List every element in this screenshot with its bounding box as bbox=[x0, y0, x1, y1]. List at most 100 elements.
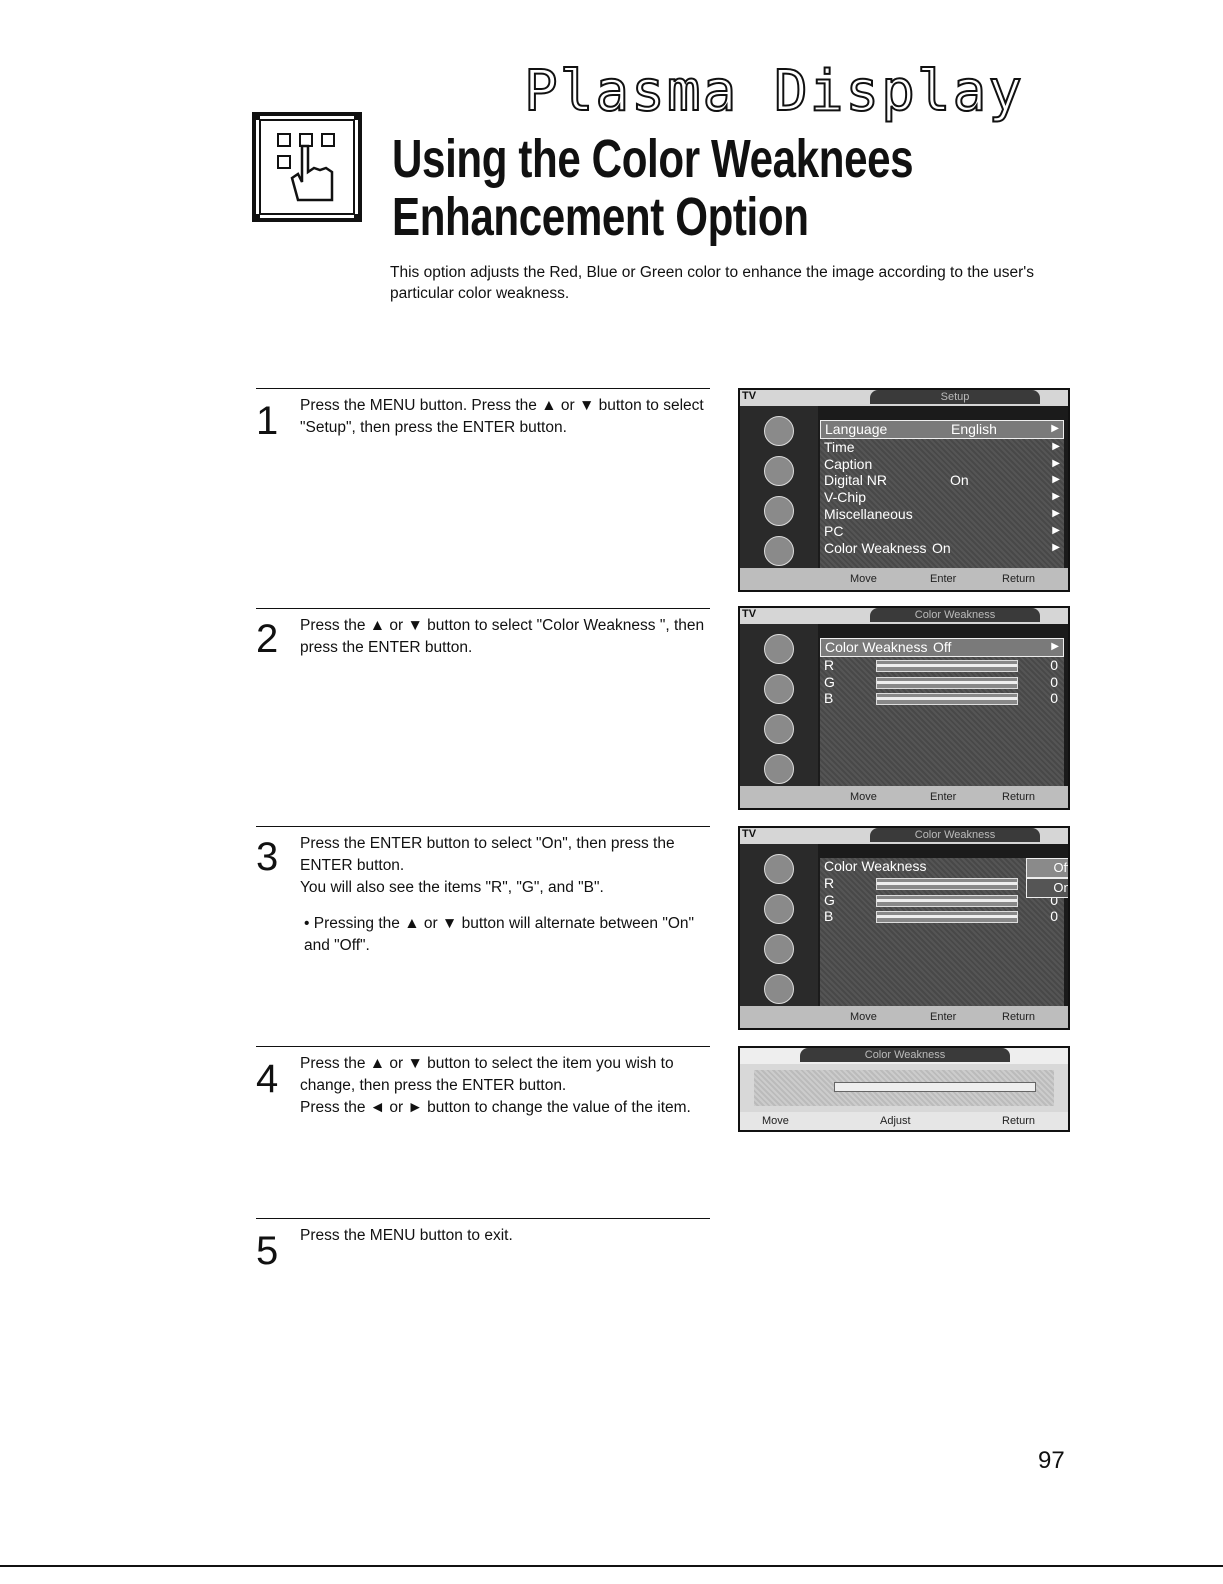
osd-sidebar bbox=[740, 624, 818, 786]
setup-icon bbox=[764, 536, 794, 566]
step-2: 2 Press the ▲ or ▼ button to select "Col… bbox=[256, 608, 710, 809]
osd-footer: Move Enter Return bbox=[740, 786, 1068, 808]
arrow-right-icon: ▶ bbox=[1052, 491, 1060, 503]
osd-row-time[interactable]: Time▶ bbox=[824, 438, 1060, 455]
sound-icon bbox=[764, 456, 794, 486]
osd-footer: Move Adjust Return bbox=[740, 1112, 1068, 1130]
step-number: 5 bbox=[256, 1229, 279, 1273]
page-number: 97 bbox=[1038, 1447, 1065, 1474]
osd-row-color-weakness[interactable]: Color Weakness bbox=[824, 858, 927, 874]
move-hint: Move bbox=[850, 1011, 877, 1023]
osd-header: Color Weakness bbox=[800, 1048, 1010, 1062]
arrow-right-icon: ▶ bbox=[1052, 541, 1060, 553]
move-hint: Move bbox=[850, 573, 877, 585]
setup-icon bbox=[764, 754, 794, 784]
osd-footer: Move Enter Return bbox=[740, 568, 1068, 590]
step-text: Press the ▲ or ▼ button to select "Color… bbox=[300, 617, 705, 656]
osd-sidebar bbox=[740, 844, 818, 1006]
picture-icon bbox=[764, 634, 794, 664]
step-bullet: • Pressing the ▲ or ▼ button will altern… bbox=[304, 915, 695, 954]
picture-icon bbox=[764, 416, 794, 446]
osd-adjust-area bbox=[754, 1070, 1054, 1106]
picture-icon bbox=[764, 854, 794, 884]
osd-row-caption[interactable]: Caption▶ bbox=[824, 455, 1060, 472]
step-text: Press the MENU button. Press the ▲ or ▼ … bbox=[300, 397, 704, 436]
osd-header: Color Weakness bbox=[870, 608, 1040, 622]
step-number: 2 bbox=[256, 617, 279, 661]
arrow-right-icon: ▶ bbox=[1052, 440, 1060, 452]
step-text: Press the ▲ or ▼ button to select the it… bbox=[300, 1055, 691, 1116]
step-number: 3 bbox=[256, 835, 279, 879]
brand-wordmark: Plasma Display bbox=[523, 59, 1025, 124]
intro-paragraph: This option adjusts the Red, Blue or Gre… bbox=[390, 264, 1034, 302]
step-number: 4 bbox=[256, 1057, 279, 1101]
step-text: Press the ENTER button to select "On", t… bbox=[300, 833, 710, 957]
arrow-right-icon: ▶ bbox=[1052, 457, 1060, 469]
slider-b bbox=[876, 911, 1018, 924]
bottom-rule bbox=[0, 1565, 1223, 1567]
enter-hint: Enter bbox=[930, 791, 957, 803]
channel-icon bbox=[764, 496, 794, 526]
step-4: 4 Press the ▲ or ▼ button to select the … bbox=[256, 1046, 710, 1157]
sound-icon bbox=[764, 894, 794, 924]
osd-row-miscellaneous[interactable]: Miscellaneous▶ bbox=[824, 505, 1060, 522]
return-hint: Return bbox=[1002, 573, 1036, 585]
slider-b bbox=[876, 693, 1018, 706]
page-title: Using the Color Weaknees Enhancement Opt… bbox=[392, 129, 914, 247]
adjust-slider[interactable] bbox=[834, 1082, 1036, 1092]
setup-icon bbox=[764, 974, 794, 1004]
return-hint: Return bbox=[1002, 1011, 1036, 1023]
arrow-right-icon: ▶ bbox=[1051, 641, 1059, 652]
channel-icon bbox=[764, 934, 794, 964]
osd-row-pc[interactable]: PC▶ bbox=[824, 522, 1060, 539]
osd-row-vchip[interactable]: V-Chip▶ bbox=[824, 489, 1060, 506]
title-line-2: Enhancement Option bbox=[392, 187, 809, 247]
enter-hint: Enter bbox=[930, 1011, 957, 1023]
option-on[interactable]: On bbox=[1026, 878, 1068, 898]
arrow-right-icon: ▶ bbox=[1052, 507, 1060, 519]
osd-color-weakness-select-screen: TV Color Weakness Color Weakness R0 G0 B… bbox=[738, 826, 1070, 1030]
slider-g bbox=[876, 894, 1018, 907]
return-hint: Return bbox=[1002, 791, 1036, 803]
enter-hint: Enter bbox=[930, 573, 957, 585]
adjust-hint: Adjust bbox=[880, 1115, 911, 1127]
step-1: 1 Press the MENU button. Press the ▲ or … bbox=[256, 388, 710, 589]
osd-footer: Move Enter Return bbox=[740, 1006, 1068, 1028]
step-text: Press the MENU button to exit. bbox=[300, 1227, 513, 1244]
osd-adjust-screen: Color Weakness Move Adjust Return bbox=[738, 1046, 1070, 1132]
arrow-right-icon: ▶ bbox=[1051, 423, 1059, 434]
osd-menu: Color Weakness R0 G0 B0 Off On bbox=[820, 858, 1068, 1006]
osd-header: Color Weakness bbox=[870, 828, 1040, 842]
slider-g bbox=[876, 676, 1018, 689]
hand-pointer-icon bbox=[252, 112, 362, 222]
sound-icon bbox=[764, 674, 794, 704]
arrow-right-icon: ▶ bbox=[1052, 524, 1060, 536]
osd-sidebar bbox=[740, 406, 818, 568]
step-3: 3 Press the ENTER button to select "On",… bbox=[256, 826, 710, 1027]
osd-header: Setup bbox=[870, 390, 1040, 404]
slider-r bbox=[876, 877, 1018, 890]
move-hint: Move bbox=[850, 791, 877, 803]
arrow-right-icon: ▶ bbox=[1052, 474, 1060, 486]
step-5: 5 Press the MENU button to exit. bbox=[256, 1218, 710, 1279]
channel-icon bbox=[764, 714, 794, 744]
option-off[interactable]: Off bbox=[1026, 858, 1068, 878]
slider-r bbox=[876, 659, 1018, 672]
move-hint: Move bbox=[762, 1115, 789, 1127]
step-number: 1 bbox=[256, 399, 279, 443]
return-hint: Return bbox=[1002, 1115, 1036, 1127]
title-line-1: Using the Color Weaknees bbox=[392, 129, 914, 189]
